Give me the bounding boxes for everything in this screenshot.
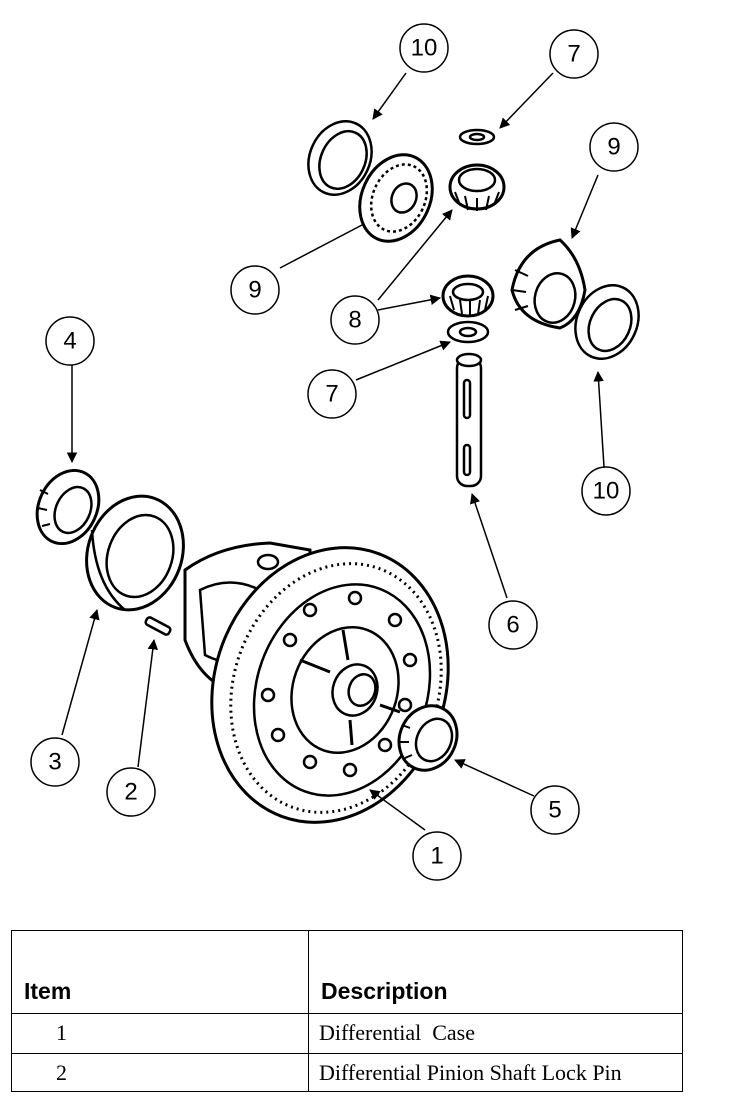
callout-circle-10-bottom — [581, 466, 631, 516]
side-gear-left — [358, 153, 434, 243]
pinion-washer-upper — [458, 128, 496, 146]
column-header-description: Description — [308, 930, 683, 1014]
callout-9-right: 9 — [607, 134, 620, 161]
callout-5: 5 — [548, 797, 561, 824]
item-number: 2 — [11, 1053, 309, 1092]
callout-circle-5 — [530, 785, 580, 835]
side-gear-thrust-washer-left — [307, 120, 373, 196]
table-header-row: Item Description — [11, 930, 683, 1014]
pinion-gear-lower — [441, 274, 495, 318]
callout-circle-1 — [412, 831, 462, 881]
callout-circle-8 — [330, 295, 380, 345]
callout-1: 1 — [430, 843, 443, 870]
callout-7-bottom: 7 — [325, 381, 338, 408]
callout-10-bottom: 10 — [593, 478, 620, 505]
bearing-left — [35, 468, 101, 546]
callout-4: 4 — [63, 328, 76, 355]
side-gear-thrust-washer-right — [574, 284, 640, 360]
bearing-right — [397, 704, 459, 772]
callout-circle-9-right — [589, 122, 639, 172]
differential-case — [183, 541, 450, 824]
callout-circle-4 — [45, 316, 95, 366]
callout-2: 2 — [124, 779, 137, 806]
table-row: 2 Differential Pinion Shaft Lock Pin — [11, 1053, 683, 1092]
callout-circle-9-left — [230, 265, 280, 315]
callout-circle-7-top — [549, 29, 599, 79]
pinion-washer-lower — [446, 320, 490, 344]
item-description: Differential Pinion Shaft Lock Pin — [308, 1053, 683, 1092]
callout-circle-10-top — [399, 23, 449, 73]
parts-legend-table: Item Description 1 Differential Case 2 D… — [11, 930, 683, 1092]
column-header-item: Item — [11, 930, 309, 1014]
callout-circle-2 — [106, 767, 156, 817]
callout-7-top: 7 — [567, 41, 580, 68]
side-gear-right — [510, 238, 587, 330]
exploded-differential-diagram: 10 7 9 9 8 7 10 6 4 3 2 5 1 — [30, 23, 640, 881]
callout-circle-7-bottom — [307, 369, 357, 419]
bearing-cup-left — [85, 494, 185, 612]
pinion-gear-upper — [448, 163, 506, 211]
callout-8: 8 — [348, 307, 361, 334]
pinion-shaft-lock-pin — [144, 616, 172, 636]
callout-6: 6 — [506, 612, 519, 639]
callout-circle-6 — [488, 600, 538, 650]
item-description: Differential Case — [308, 1013, 683, 1054]
callout-10-top: 10 — [411, 35, 438, 62]
table-row: 1 Differential Case — [11, 1013, 683, 1054]
callout-9-left: 9 — [248, 277, 261, 304]
pinion-shaft — [455, 352, 483, 488]
item-number: 1 — [11, 1013, 309, 1054]
callout-3: 3 — [48, 749, 61, 776]
callout-circle-3 — [30, 737, 80, 787]
